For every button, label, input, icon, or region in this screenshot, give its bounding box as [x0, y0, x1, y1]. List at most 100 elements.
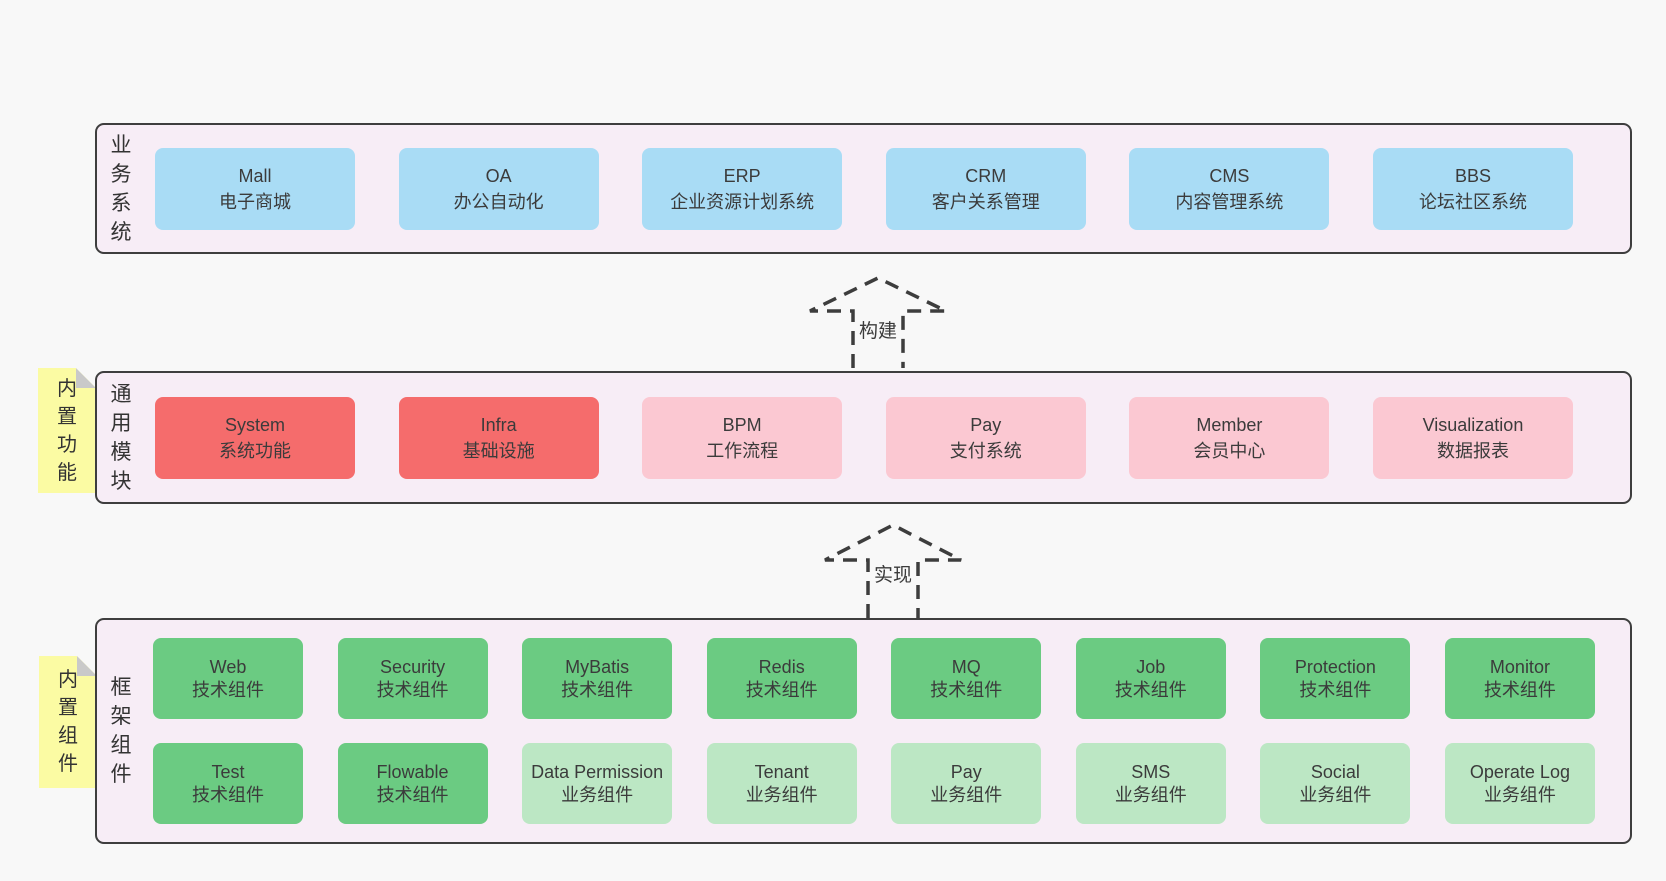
label-char: 组 — [110, 734, 132, 757]
box-title: Operate Log — [1469, 761, 1570, 782]
box-subtitle: 企业资源计划系统 — [670, 191, 815, 212]
box-title: Pay — [970, 414, 1002, 435]
box-title: Protection — [1294, 656, 1376, 677]
label-char: 内 — [58, 669, 78, 691]
box-title: CMS — [1209, 165, 1250, 186]
box-title: Social — [1310, 761, 1360, 782]
label-char: 模 — [110, 440, 132, 464]
box-title: Member — [1196, 414, 1263, 435]
sticky-note-label: 内置组件 — [58, 666, 78, 778]
box-title: Test — [211, 761, 245, 782]
box-title: MyBatis — [565, 656, 630, 677]
box-title: Monitor — [1489, 656, 1550, 677]
box-subtitle: 技术组件 — [561, 679, 634, 700]
arrow-label: 实现 — [869, 559, 917, 588]
label-char: 置 — [57, 405, 77, 428]
sticky-note-built-in-components: 内置组件 — [39, 656, 97, 788]
box-subtitle: 技术组件 — [1299, 679, 1372, 700]
label-char: 内 — [57, 377, 77, 400]
box-subtitle: 客户关系管理 — [931, 191, 1040, 212]
dashed-up-arrow-implement: 实现 — [822, 519, 964, 618]
label-char: 用 — [110, 411, 132, 435]
box-title: CRM — [965, 165, 1007, 186]
box-subtitle: 办公自动化 — [453, 191, 544, 212]
box-title: Flowable — [376, 761, 449, 782]
box-subtitle: 基础设施 — [462, 440, 535, 461]
label-char: 架 — [110, 705, 132, 728]
component-box-erp: ERP 企业资源计划系统 — [642, 147, 843, 230]
box-subtitle: 技术组件 — [192, 679, 264, 700]
label-char: 统 — [110, 220, 132, 244]
label-char: 通 — [110, 382, 132, 406]
label-char: 系 — [110, 191, 132, 215]
box-title: Redis — [758, 656, 805, 677]
sticky-note-built-in-features: 内置功能 — [38, 368, 96, 493]
folded-corner-icon — [77, 656, 97, 676]
component-box-infra: Infra 基础设施 — [398, 396, 599, 479]
up-arrow-icon — [809, 276, 947, 368]
box-title: Web — [209, 656, 247, 677]
box-subtitle: 技术组件 — [1483, 679, 1556, 700]
box-subtitle: 会员中心 — [1193, 440, 1266, 461]
band-label: 框架组件 — [108, 673, 134, 789]
box-subtitle: 业务组件 — [745, 784, 818, 805]
box-title: ERP — [723, 165, 761, 186]
box-title: Job — [1136, 656, 1166, 677]
label-char: 功 — [57, 433, 77, 456]
box-title: Tenant — [754, 761, 809, 782]
label-char: 框 — [110, 676, 132, 699]
box-subtitle: 业务组件 — [561, 784, 634, 805]
box-title: Infra — [480, 414, 517, 435]
arrow-label: 构建 — [854, 315, 902, 344]
component-box-pay: Pay 支付系统 — [885, 396, 1086, 479]
box-subtitle: 电子商城 — [219, 191, 291, 212]
label-char: 置 — [58, 697, 78, 719]
box-subtitle: 工作流程 — [706, 440, 779, 461]
label-char: 业 — [110, 133, 132, 157]
box-title: Security — [380, 656, 446, 677]
label-char: 能 — [57, 461, 77, 484]
box-subtitle: 支付系统 — [949, 440, 1022, 461]
box-subtitle: 技术组件 — [376, 784, 449, 805]
band-label: 业务系统 — [108, 131, 134, 247]
folded-corner-icon — [76, 368, 96, 388]
component-box-crm: CRM 客户关系管理 — [885, 147, 1086, 230]
label-char: 件 — [110, 763, 132, 786]
label-char: 块 — [110, 469, 132, 493]
box-subtitle: 技术组件 — [192, 784, 264, 805]
box-subtitle: 技术组件 — [930, 679, 1003, 700]
box-title: System — [224, 414, 285, 435]
component-box-member: Member 会员中心 — [1129, 396, 1330, 479]
box-subtitle: 业务组件 — [1299, 784, 1372, 805]
box-subtitle: 业务组件 — [1483, 784, 1556, 805]
box-subtitle: 数据报表 — [1436, 440, 1509, 461]
